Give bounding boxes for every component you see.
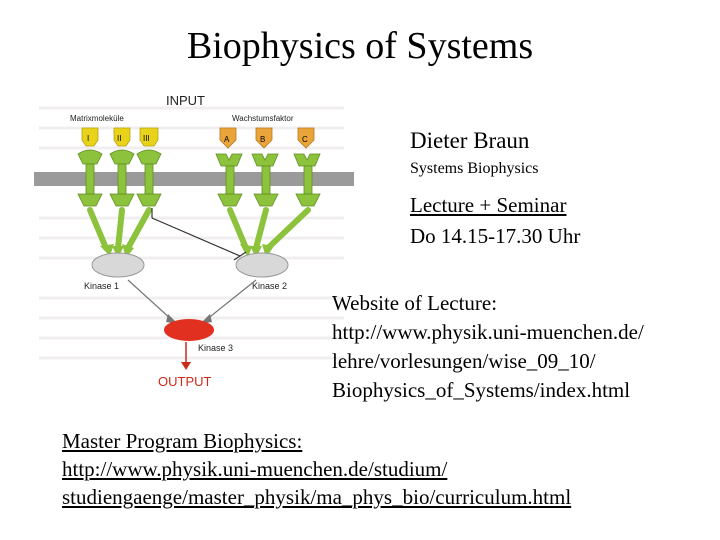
speaker-affiliation: Systems Biophysics [410,160,539,177]
input-label: INPUT [166,93,205,108]
matrix-label: Matrixmoleküle [70,114,124,123]
kinase-2-label: Kinase 2 [252,281,287,291]
master-program-url-line-1[interactable]: http://www.physik.uni-muenchen.de/studiu… [62,457,448,481]
speaker-name: Dieter Braun [410,128,530,153]
kinase-2-shape [235,252,289,278]
cell-membrane [34,172,354,186]
factor-label-b: B [260,135,265,144]
factor-label-a: A [224,135,230,144]
lecture-time: Do 14.15-17.30 Uhr [410,224,581,248]
matrix-ligand-i: I [81,127,99,147]
kinase-1-label: Kinase 1 [84,281,119,291]
website-url-line-3[interactable]: Biophysics_of_Systems/index.html [332,378,631,402]
master-program-block: Master Program Biophysics: http://www.ph… [62,427,571,511]
website-url-line-2[interactable]: lehre/vorlesungen/wise_09_10/ [332,349,596,373]
factor-label-c: C [302,135,308,144]
growth-label: Wachstumsfaktor [232,114,294,123]
master-program-url-line-2[interactable]: studiengaenge/master_physik/ma_phys_bio/… [62,485,572,509]
signaling-pathway-diagram: INPUT Matrixmoleküle Wachstumsfaktor I I… [34,88,354,393]
lecture-seminar-title: Lecture + Seminar [410,193,567,217]
kinase-1-shape [91,252,145,278]
growth-factor-b: B [255,127,273,149]
matrix-ligand-iii: III [139,127,159,147]
growth-factor-a: A [219,127,237,149]
slide-title: Biophysics of Systems [186,25,534,67]
output-label: OUTPUT [158,374,212,389]
website-block: Website of Lecture: http://www.physik.un… [332,289,644,405]
growth-factor-c: C [297,127,315,149]
kinase-3-label: Kinase 3 [198,343,233,353]
kinase-3-shape [164,319,214,341]
website-url-line-1[interactable]: http://www.physik.uni-muenchen.de/ [332,320,644,344]
receptor-label-iii: III [143,134,150,143]
website-label: Website of Lecture: [332,291,498,315]
receptor-label-i: I [87,134,89,143]
receptor-label-ii: II [117,134,121,143]
master-program-label: Master Program Biophysics: [62,429,303,453]
matrix-ligand-ii: II [113,127,131,147]
